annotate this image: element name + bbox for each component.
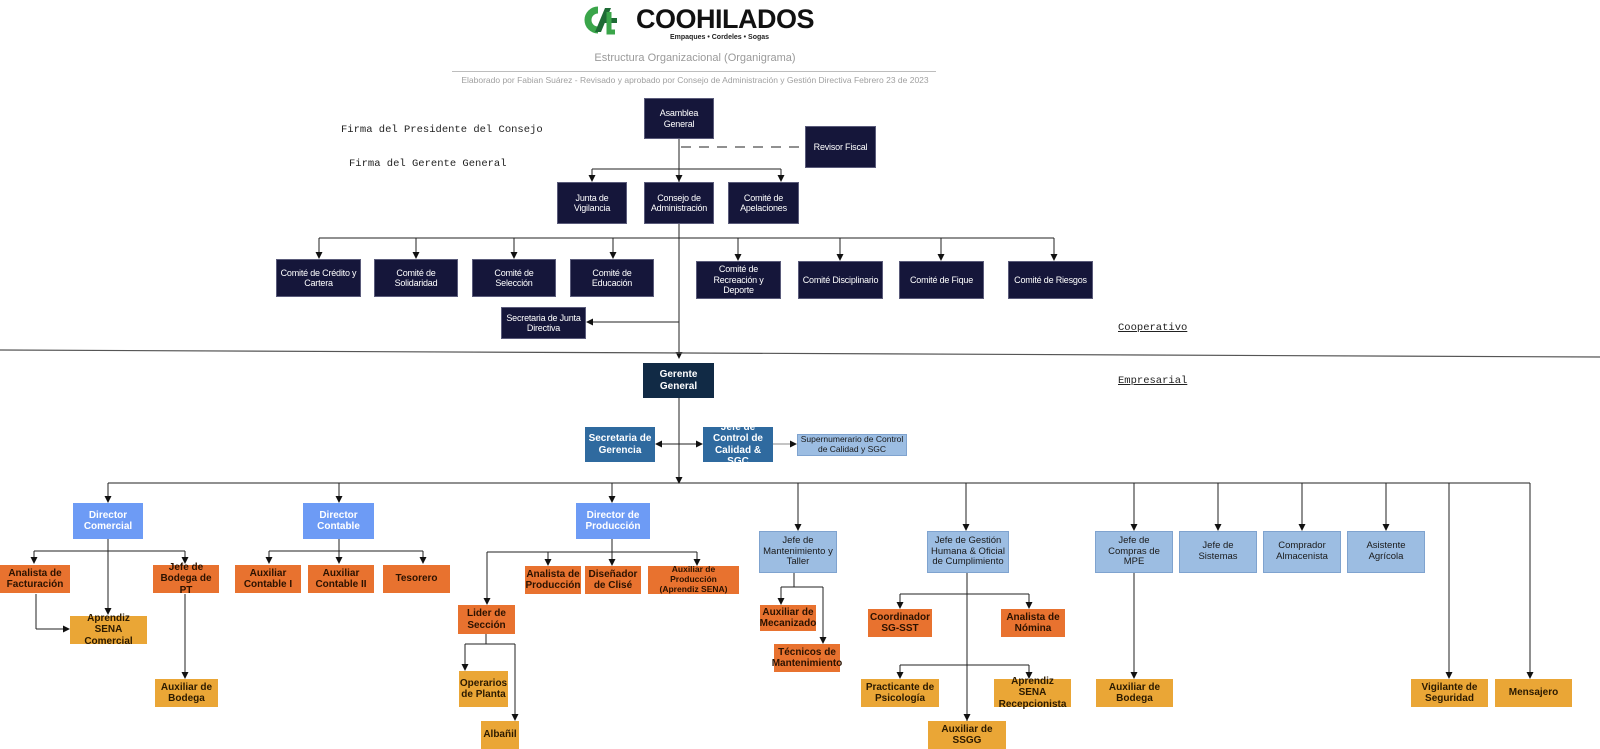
node-operarios-planta[interactable]: Operarios de Planta	[459, 671, 508, 707]
node-auxiliar-produccion[interactable]: Auxiliar de Producción (Aprendiz SENA)	[648, 564, 739, 594]
node-revisor-fiscal[interactable]: Revisor Fiscal	[805, 126, 876, 168]
node-comprador-almacenista[interactable]: Comprador Almacenista	[1263, 531, 1341, 573]
node-secretaria-gerencia[interactable]: Secretaria de Gerencia	[585, 427, 655, 462]
node-aprendiz-comercial[interactable]: Aprendiz SENA Comercial	[70, 613, 147, 647]
credit-line: Elaborado por Fabian Suárez - Revisado y…	[461, 75, 929, 85]
node-comite-riesgos[interactable]: Comité de Riesgos	[1008, 261, 1093, 299]
node-jefe-gestion-humana[interactable]: Jefe de Gestión Humana & Oficial de Cump…	[927, 531, 1009, 573]
node-director-contable[interactable]: Director Contable	[303, 503, 374, 539]
node-practicante-psicologia[interactable]: Practicante de Psicología	[861, 679, 939, 707]
signature-manager: Firma del Gerente General	[349, 158, 507, 170]
node-comite-fique[interactable]: Comité de Fique	[899, 261, 984, 299]
node-junta-vigilancia[interactable]: Junta de Vigilancia	[557, 182, 627, 224]
node-auxiliar-ssgg[interactable]: Auxiliar de SSGG	[928, 721, 1006, 749]
node-comite-disciplinario[interactable]: Comité Disciplinario	[798, 261, 883, 299]
section-label-business: Empresarial	[1118, 375, 1188, 387]
node-comite-apelaciones[interactable]: Comité de Apelaciones	[728, 182, 799, 224]
node-asamblea-general[interactable]: Asamblea General	[644, 98, 714, 139]
node-coordinador-sst[interactable]: Coordinador SG-SST	[868, 609, 932, 637]
node-jefe-bodega-pt[interactable]: Jefe de Bodega de PT	[153, 562, 219, 596]
node-albanil[interactable]: Albañil	[481, 721, 519, 749]
node-aprendiz-recepcionista[interactable]: Aprendiz SENA Recepcionista	[994, 676, 1071, 710]
node-auxiliar-contable-1[interactable]: Auxiliar Contable I	[235, 565, 301, 593]
node-auxiliar-bodega-2[interactable]: Auxiliar de Bodega	[1096, 679, 1173, 707]
node-jefe-mantenimiento[interactable]: Jefe de Mantenimiento y Taller	[759, 531, 837, 573]
node-comite-seleccion[interactable]: Comité de Selección	[472, 259, 556, 297]
brand-tagline: Empaques • Cordeles • Sogas	[670, 34, 770, 41]
node-jefe-compras[interactable]: Jefe de Compras de MPE	[1095, 531, 1173, 573]
node-vigilante-seguridad[interactable]: Vigilante de Seguridad	[1411, 679, 1488, 707]
header-rule	[452, 71, 936, 72]
brand-name: COOHILADOS	[636, 4, 815, 34]
node-asistente-agricola[interactable]: Asistente Agrícola	[1347, 531, 1425, 573]
signature-president: Firma del Presidente del Consejo	[341, 124, 543, 136]
node-consejo-administracion[interactable]: Consejo de Administración	[644, 182, 714, 224]
node-tesorero[interactable]: Tesorero	[383, 565, 450, 593]
node-comite-credito[interactable]: Comité de Crédito y Cartera	[276, 259, 361, 297]
node-comite-recreacion[interactable]: Comité de Recreación y Deporte	[696, 261, 781, 299]
node-analista-produccion[interactable]: Analista de Producción	[525, 566, 581, 594]
node-auxiliar-contable-2[interactable]: Auxiliar Contable II	[308, 565, 374, 593]
node-director-produccion[interactable]: Director de Producción	[576, 503, 650, 539]
section-divider	[0, 349, 1600, 358]
coohilados-logo-icon	[584, 6, 617, 35]
node-auxiliar-bodega-1[interactable]: Auxiliar de Bodega	[155, 679, 218, 707]
node-auxiliar-mecanizado[interactable]: Auxiliar de Mecanizado	[759, 605, 817, 631]
node-director-comercial[interactable]: Director Comercial	[73, 503, 143, 539]
node-jefe-control-calidad[interactable]: Jefe de Control de Calidad & SGC	[703, 422, 773, 467]
node-mensajero[interactable]: Mensajero	[1495, 679, 1572, 707]
chart-subtitle: Estructura Organizacional (Organigrama)	[594, 52, 796, 64]
node-comite-educacion[interactable]: Comité de Educación	[570, 259, 654, 297]
node-comite-solidaridad[interactable]: Comité de Solidaridad	[374, 259, 458, 297]
node-analista-facturacion[interactable]: Analista de Facturación	[0, 565, 70, 593]
section-label-cooperative: Cooperativo	[1118, 322, 1188, 334]
node-disenador-clise[interactable]: Diseñador de Clisé	[585, 566, 641, 594]
node-jefe-sistemas[interactable]: Jefe de Sistemas	[1179, 531, 1257, 573]
node-gerente-general[interactable]: Gerente General	[643, 363, 714, 398]
node-lider-seccion[interactable]: Lider de Sección	[458, 605, 515, 634]
node-analista-nomina[interactable]: Analista de Nómina	[1001, 609, 1065, 637]
node-supernumerario[interactable]: Supernumerario de Control de Calidad y S…	[797, 434, 907, 456]
node-tecnicos-mantenimiento[interactable]: Técnicos de Mantenimiento	[772, 644, 842, 672]
node-secretaria-junta[interactable]: Secretaria de Junta Directiva	[501, 307, 586, 339]
